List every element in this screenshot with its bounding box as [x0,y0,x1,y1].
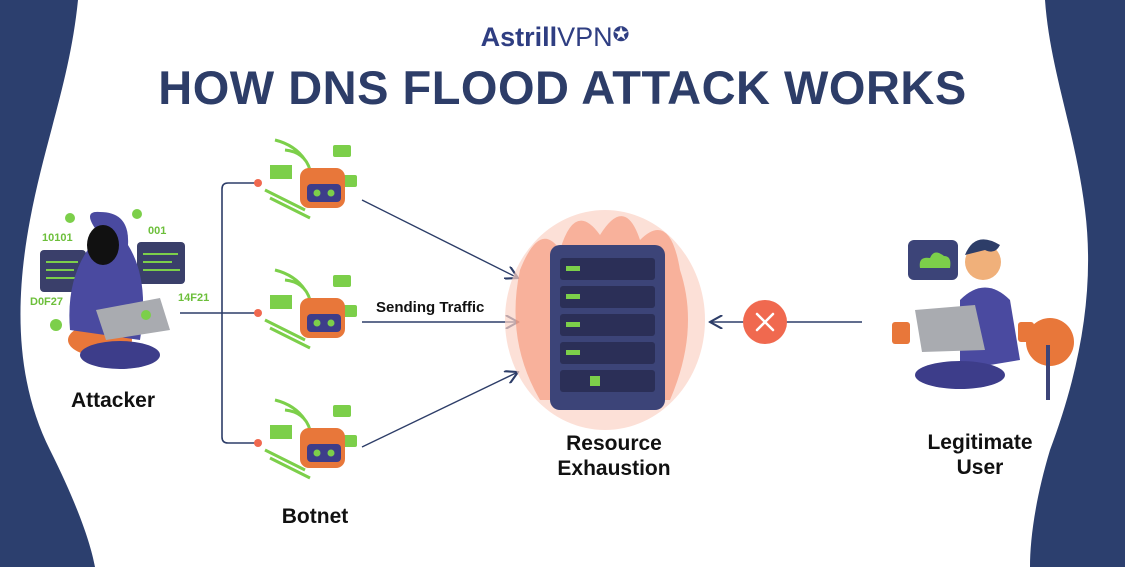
x-circle-icon [743,300,787,344]
bot-illustrations [264,138,357,480]
code-text: 14F21 [178,292,210,304]
logo-brand-thin: VPN [557,22,613,52]
left-wave [0,0,95,567]
right-wave [1030,0,1125,567]
star-icon: ✪ [612,24,630,46]
logo-brand-bold: Astrill [480,22,558,52]
astrillvpn-logo: AstrillVPN✪ [0,22,1110,53]
label-line: User [956,456,1004,479]
page-title: HOW DNS FLOOD ATTACK WORKS [158,61,967,114]
connector-dot [254,439,262,447]
traffic-arrow-top [361,199,518,278]
code-text: 10101 [42,232,73,244]
connector-dot [254,179,262,187]
traffic-arrow-bottom [361,372,518,448]
server-illustration [505,210,705,430]
label-line: Exhaustion [557,457,671,480]
attacker-illustration [40,209,185,369]
connector-dot [254,309,262,317]
botnet-label: Botnet [281,505,349,528]
attacker-label: Attacker [70,389,156,412]
sending-traffic-label: Sending Traffic [376,299,485,316]
user-illustration [892,239,1074,400]
code-text: D0F27 [30,296,64,308]
code-text: 001 [148,225,167,237]
label-line: Resource [566,432,662,455]
label-line: Legitimate [927,431,1033,454]
